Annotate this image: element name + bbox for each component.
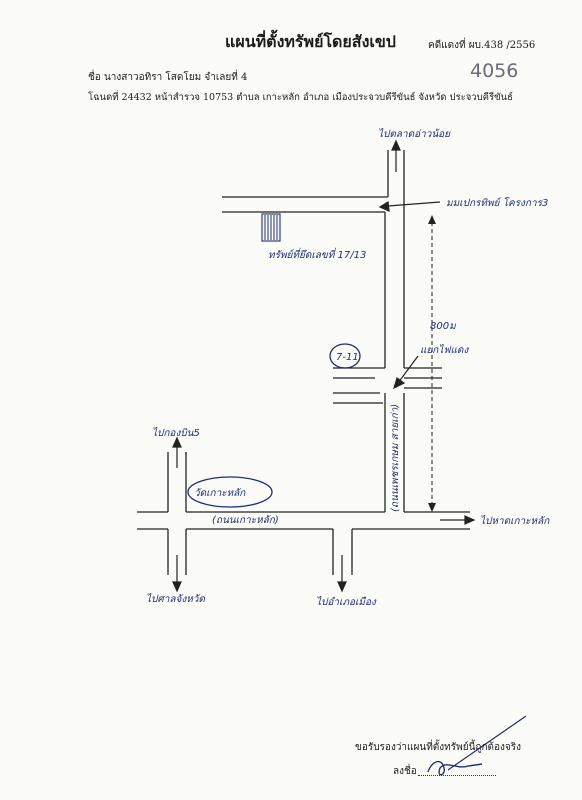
label-to-district: ไปอำเภอเมือง xyxy=(316,596,377,608)
label-temple: วัดเกาะหลัก xyxy=(194,488,246,499)
signature-line xyxy=(418,775,496,776)
temple-circle xyxy=(187,476,273,508)
distance-marker xyxy=(428,215,436,512)
handwritten-number: 4056 xyxy=(470,60,519,82)
label-7eleven: 7-11 xyxy=(336,352,359,363)
owner-line: ชื่อ นางสาวอทิรา โสดโยม จำเลยที่ 4 xyxy=(88,72,248,83)
label-distance: 800ม xyxy=(430,321,457,332)
house-symbol xyxy=(261,213,281,242)
label-house: ทรัพย์ที่ยึดเลขที่ 17/13 xyxy=(268,247,366,261)
label-to-kong-bin: ไปกองบิน5 xyxy=(152,427,200,439)
signature xyxy=(427,715,527,776)
label-road-kohlak: (ถนนเกาะหลัก) xyxy=(212,515,279,526)
label-village: มมเปกรทิพย์ โครงการ3 xyxy=(446,197,548,209)
seven-eleven-circle xyxy=(329,343,361,369)
deed-line: โฉนดที่ 24432 หน้าสำรวจ 10753 ตำบล เกาะห… xyxy=(88,92,513,103)
label-to-ao-noi: ไปตลาดอ่าวน้อย xyxy=(378,128,451,140)
label-to-court: ไปศาลจังหวัด xyxy=(146,593,205,605)
signature-label: ลงชื่อ xyxy=(393,766,417,777)
label-to-beach: ไปหาดเกาะหลัก xyxy=(480,515,550,527)
road-lines xyxy=(137,150,470,575)
label-traffic-light: แยกไฟแดง xyxy=(420,344,469,356)
label-road-main: (ถนนเพชรเกษม สายเก่า) xyxy=(390,404,401,512)
certification-text: ขอรับรองว่าแผนที่ตั้งทรัพย์นี้ถูกต้องจริ… xyxy=(355,742,522,753)
case-number: คดีแดงที่ ผบ.438 /2556 xyxy=(428,40,536,51)
document-title: แผนที่ตั้งทรัพย์โดยสังเขป xyxy=(225,32,396,51)
direction-arrows xyxy=(172,139,476,593)
